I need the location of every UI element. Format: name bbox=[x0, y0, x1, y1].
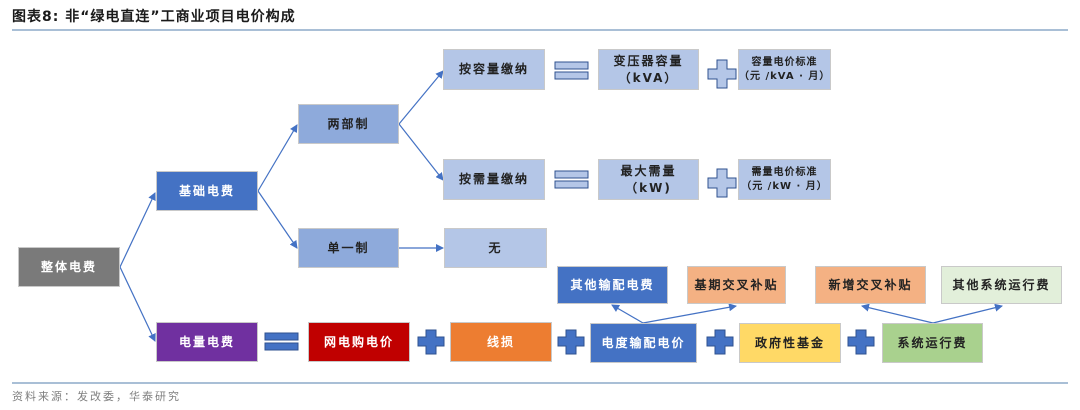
arrow-sysop-to-other-sysop bbox=[932, 303, 1003, 324]
node-by-capacity: 按容量缴纳 bbox=[443, 49, 545, 90]
plus-icon-4 bbox=[847, 329, 875, 355]
arrow-sysop-to-new-subsidy bbox=[861, 303, 934, 324]
node-energy-fee: 电量电费 bbox=[156, 322, 258, 362]
node-other-td-fee: 其他输配电费 bbox=[557, 266, 668, 304]
arrow-basic-to-single bbox=[257, 190, 298, 249]
arrow-td-to-base-subsidy bbox=[642, 303, 737, 324]
plus-icon-1 bbox=[417, 329, 445, 355]
node-label: 整体电费 bbox=[40, 259, 97, 274]
equals-icon-capacity bbox=[554, 61, 589, 80]
node-two-part: 两部制 bbox=[298, 104, 399, 144]
node-label-line2: （kVA） bbox=[618, 70, 679, 85]
footer-divider bbox=[12, 382, 1068, 384]
node-label-line1: 变压器容量 bbox=[613, 54, 684, 69]
node-label-line2: （元 /kVA · 月） bbox=[739, 70, 831, 82]
node-by-demand: 按需量缴纳 bbox=[443, 159, 545, 200]
node-basic-fee: 基础电费 bbox=[156, 171, 258, 211]
node-none: 无 bbox=[444, 228, 547, 268]
node-label: 基础电费 bbox=[178, 183, 235, 198]
node-base-cross-subsidy: 基期交叉补贴 bbox=[687, 266, 786, 304]
node-label: 无 bbox=[488, 240, 503, 255]
node-label: 单一制 bbox=[327, 240, 370, 255]
arrow-two-part-to-capacity bbox=[398, 70, 444, 125]
node-transformer-capacity: 变压器容量 （kVA） bbox=[598, 49, 699, 90]
node-label: 按需量缴纳 bbox=[458, 172, 529, 187]
node-label: 最大需量（kW) bbox=[620, 164, 677, 195]
node-label: 电量电费 bbox=[178, 334, 235, 349]
node-demand-price-standard: 需量电价标准 （元 /kW · 月） bbox=[738, 159, 831, 200]
node-label-line1: 需量电价标准 bbox=[751, 167, 818, 178]
node-label: 线损 bbox=[486, 334, 515, 349]
node-capacity-price-standard: 容量电价标准 （元 /kVA · 月） bbox=[738, 49, 831, 90]
node-new-cross-subsidy: 新增交叉补贴 bbox=[815, 266, 926, 304]
node-other-sys-op-fee: 其他系统运行费 bbox=[941, 266, 1062, 304]
node-line-loss: 线损 bbox=[450, 322, 552, 362]
plus-icon-2 bbox=[557, 329, 585, 355]
node-label: 两部制 bbox=[327, 116, 370, 131]
node-td-price: 电度输配电价 bbox=[590, 323, 697, 363]
plus-icon-3 bbox=[706, 329, 734, 355]
node-label: 其他系统运行费 bbox=[952, 277, 1051, 292]
source-note: 资料来源：发改委，华泰研究 bbox=[12, 390, 181, 403]
arrow-basic-to-two-part bbox=[257, 124, 298, 192]
node-label: 按容量缴纳 bbox=[458, 62, 529, 77]
node-label-line2: （元 /kW · 月） bbox=[741, 180, 828, 192]
node-gov-fund: 政府性基金 bbox=[739, 323, 841, 363]
equals-icon-demand bbox=[554, 170, 589, 189]
node-max-demand: 最大需量（kW) bbox=[598, 159, 699, 200]
node-grid-purchase-price: 网电购电价 bbox=[308, 322, 410, 362]
node-label-line1: 容量电价标准 bbox=[751, 57, 818, 68]
arrow-two-part-to-demand bbox=[398, 123, 444, 181]
node-label: 电度输配电价 bbox=[601, 335, 686, 350]
node-total-fee: 整体电费 bbox=[18, 247, 120, 287]
arrow-total-to-basic bbox=[119, 192, 156, 268]
node-single-part: 单一制 bbox=[298, 228, 399, 268]
plus-icon-capacity bbox=[707, 59, 737, 89]
plus-icon-demand bbox=[707, 168, 737, 198]
title-divider bbox=[12, 29, 1068, 31]
arrow-total-to-energy bbox=[119, 266, 156, 342]
node-label: 网电购电价 bbox=[323, 334, 394, 349]
node-label: 系统运行费 bbox=[897, 335, 968, 350]
node-sys-op-fee: 系统运行费 bbox=[882, 323, 983, 363]
arrow-td-to-other-td bbox=[611, 304, 644, 324]
node-label: 基期交叉补贴 bbox=[694, 277, 779, 292]
node-label: 新增交叉补贴 bbox=[828, 277, 913, 292]
equals-icon-energy bbox=[264, 332, 299, 351]
node-label: 其他输配电费 bbox=[570, 277, 655, 292]
figure-title: 图表8: 非“绿电直连”工商业项目电价构成 bbox=[12, 9, 296, 25]
node-label: 政府性基金 bbox=[754, 335, 825, 350]
